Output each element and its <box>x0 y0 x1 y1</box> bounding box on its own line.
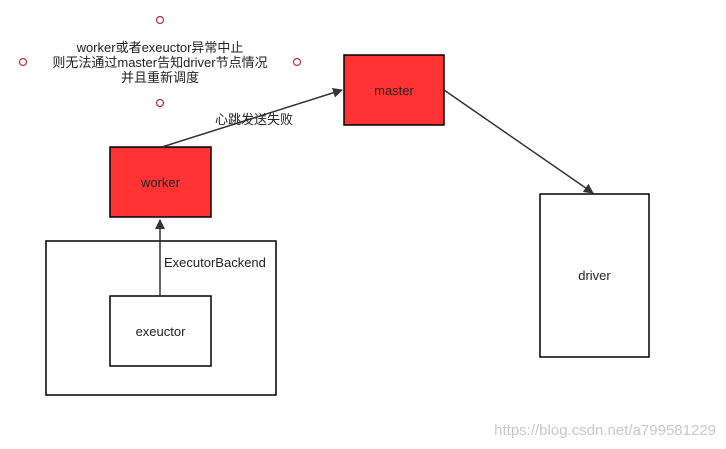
executor-node <box>109 295 212 367</box>
master-label: master <box>374 82 414 98</box>
note-line-2: 则无法通过master告知driver节点情况 <box>52 55 268 70</box>
heartbeat-edge-label: 心跳发送失败 <box>215 112 294 127</box>
worker-to-master-arrow <box>161 87 343 148</box>
note-line-3: 并且重新调度 <box>120 70 199 85</box>
note-handle-top <box>155 15 165 25</box>
note-handle-left <box>18 57 28 67</box>
driver-label: driver <box>578 268 611 283</box>
worker-node <box>109 146 212 218</box>
note-handle-right <box>292 57 302 67</box>
driver-node <box>539 193 650 358</box>
executor-label: exeuctor <box>135 323 186 339</box>
watermark: https://blog.csdn.net/a799581229 <box>494 422 716 439</box>
note-line-1: worker或者exeuctor异常中止 <box>76 40 244 55</box>
executor-backend-label: ExecutorBackend <box>164 255 266 270</box>
failure-note: worker或者exeuctor异常中止 则无法通过master告知driver… <box>40 40 280 85</box>
master-to-driver-arrow <box>443 89 594 194</box>
note-handle-bottom <box>155 98 165 108</box>
worker-label: worker <box>140 174 180 190</box>
